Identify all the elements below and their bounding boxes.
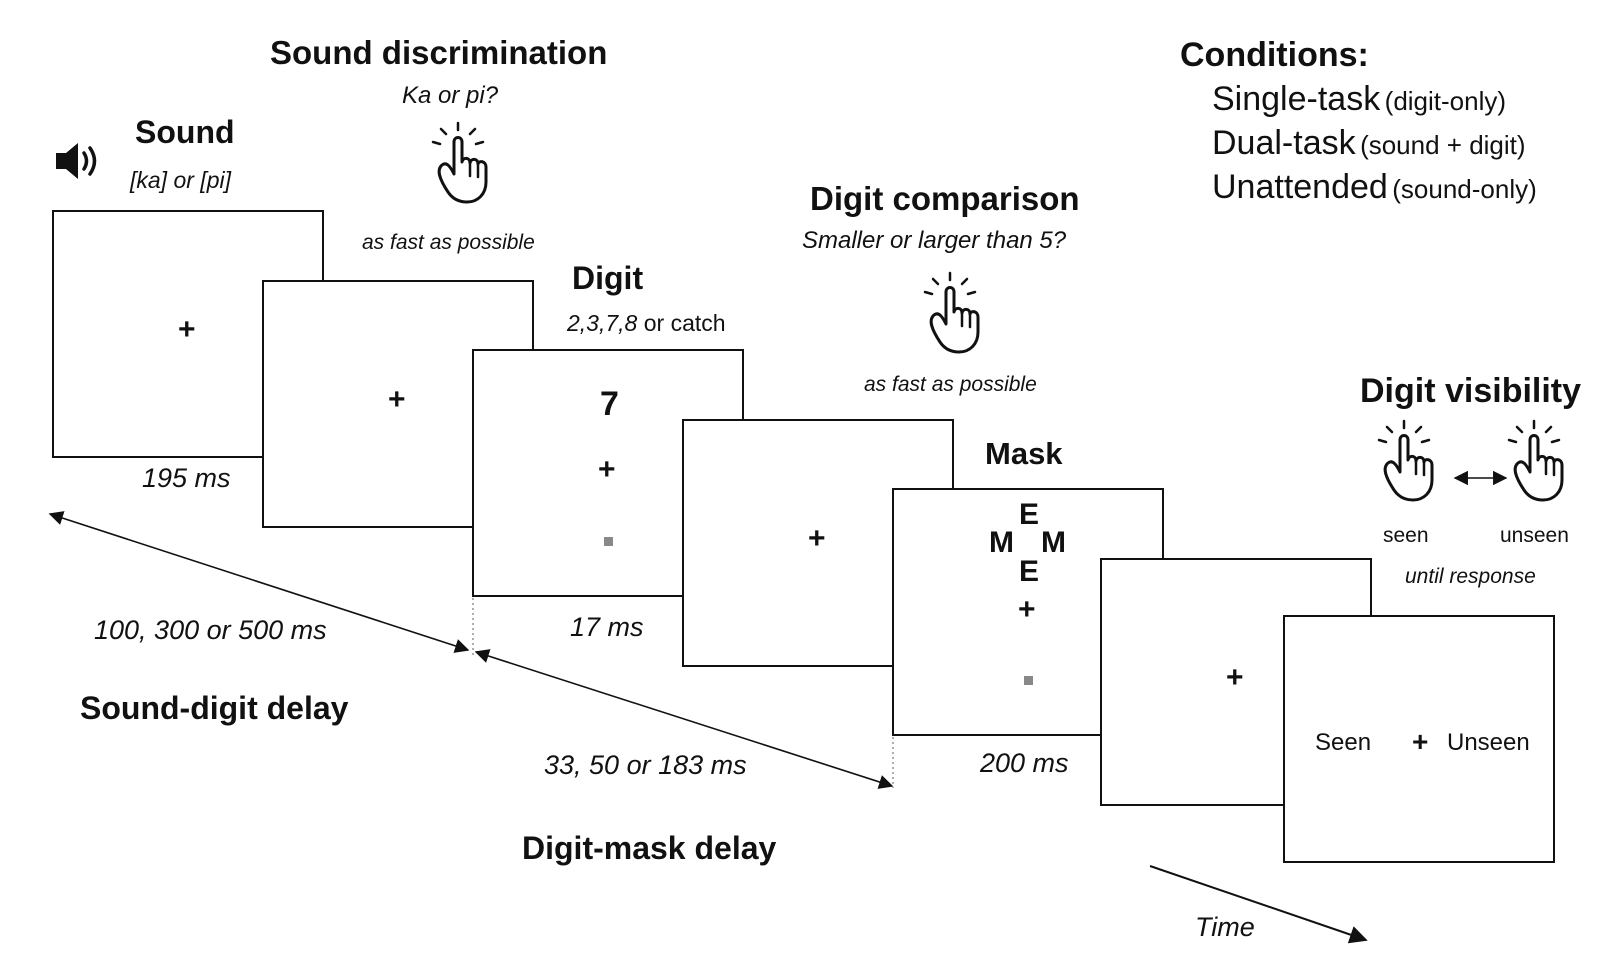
condition-detail: (sound + digit) (1360, 130, 1526, 160)
mask-letter-bottom: E (1019, 555, 1040, 588)
fixation-cross: + (1226, 661, 1244, 694)
mask-duration: 200 ms (980, 748, 1069, 778)
digit-comparison-instruction: as fast as possible (864, 373, 1037, 396)
target-digit: 7 (600, 385, 619, 423)
unseen-response-label: unseen (1500, 524, 1569, 547)
digit-subtitle-tail: or catch (637, 310, 726, 336)
tapping-hand-icon (431, 121, 488, 204)
speaker-icon (54, 140, 104, 187)
mask-letter-top: E (1019, 498, 1040, 531)
sound-digit-delay-label: Sound-digit delay (80, 690, 349, 726)
seen-option: Seen (1315, 729, 1372, 756)
time-arrow (1149, 865, 1368, 944)
fixation-cross: + (178, 313, 196, 346)
condition-detail: (digit-only) (1384, 86, 1507, 116)
condition-name: Dual-task (1212, 124, 1356, 162)
digit-subtitle: 2,3,7,8 or catch (567, 310, 726, 337)
unseen-option: Unseen (1447, 729, 1530, 756)
digit-subtitle-values: 2,3,7,8 (567, 310, 638, 336)
condition-name: Unattended (1212, 168, 1388, 206)
condition-single-task: Single-task (digit-only) (1212, 80, 1506, 119)
condition-detail: (sound-only) (1392, 174, 1537, 204)
fixation-cross: + (598, 453, 616, 486)
condition-unattended: Unattended (sound-only) (1212, 168, 1537, 207)
visibility-instruction: until response (1405, 565, 1536, 588)
fixation-cross: + (388, 383, 406, 416)
gray-square (1024, 676, 1033, 685)
gray-square (604, 537, 613, 546)
sound-title: Sound (135, 114, 235, 150)
conditions-heading: Conditions: (1180, 36, 1369, 74)
mask-letter-left: M (989, 526, 1014, 559)
tapping-hand-icon (1507, 419, 1564, 502)
condition-dual-task: Dual-task (sound + digit) (1212, 124, 1526, 163)
digit-title: Digit (572, 260, 644, 296)
sound-discrimination-instruction: as fast as possible (362, 231, 535, 254)
digit-comparison-title: Digit comparison (810, 180, 1080, 217)
seen-response-label: seen (1383, 524, 1429, 547)
tapping-hand-icon (1377, 419, 1434, 502)
time-label: Time (1195, 912, 1255, 942)
sound-subtitle: [ka] or [pi] (130, 167, 231, 193)
response-screen: Seen + Unseen (1283, 615, 1555, 863)
mask-title: Mask (985, 436, 1063, 471)
tapping-hand-icon (923, 271, 980, 354)
fixation-cross: + (808, 522, 826, 555)
fixation-cross: + (1412, 726, 1429, 757)
fixation-cross: + (1018, 593, 1036, 626)
sound-digit-delay-arrow (48, 511, 470, 653)
digit-comparison-question: Smaller or larger than 5? (802, 227, 1067, 254)
digit-mask-delay-label: Digit-mask delay (522, 830, 777, 866)
condition-name: Single-task (1212, 80, 1381, 118)
digit-visibility-title: Digit visibility (1360, 372, 1582, 410)
digit-mask-delay-arrow (474, 649, 894, 789)
sound-discrimination-title: Sound discrimination (270, 34, 608, 71)
digit-duration: 17 ms (570, 612, 644, 642)
mask-letter-right: M (1041, 526, 1066, 559)
sound-duration: 195 ms (142, 463, 231, 493)
sound-discrimination-question: Ka or pi? (402, 82, 499, 109)
